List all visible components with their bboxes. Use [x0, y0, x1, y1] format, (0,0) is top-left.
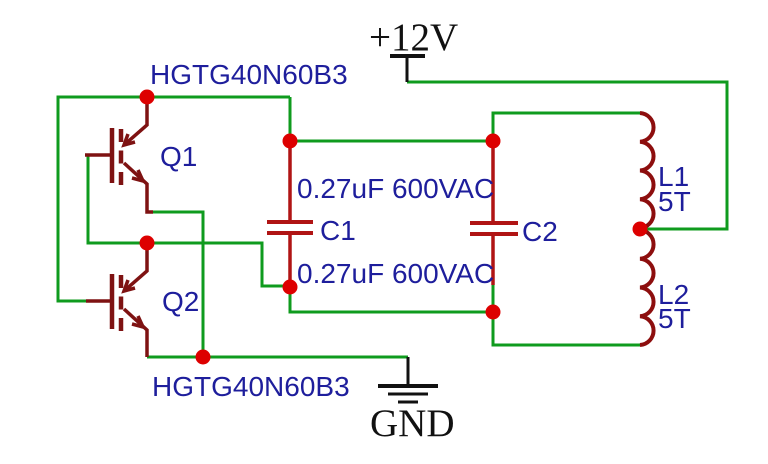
- wire-nodeB-c1-c2: [288, 287, 493, 314]
- l2-turns-label: 5T: [658, 303, 691, 334]
- wire-nodeB-q1gate: [86, 155, 290, 288]
- junction-dots: [139, 89, 648, 365]
- capacitor-c1-symbol: [267, 141, 313, 287]
- q1-ref-label: Q1: [160, 141, 197, 172]
- junction-c1-top: [282, 133, 298, 149]
- q1-collector-arrow: [121, 133, 136, 148]
- wires: [56, 80, 729, 359]
- power-rail-label: +12V: [369, 16, 458, 59]
- junction-q1-collector: [139, 89, 155, 105]
- wire-nodeA-left: [56, 95, 290, 303]
- q1-collector-lead: [122, 99, 149, 147]
- junction-c1-bottom: [282, 279, 298, 295]
- q1-emitter-arrow: [131, 169, 147, 184]
- junction-q2-collector: [139, 235, 155, 251]
- l2-coil: [639, 228, 656, 347]
- q2-collector-arrow: [121, 279, 136, 294]
- c1-value-label: 0.27uF 600VAC: [297, 173, 494, 204]
- q2-collector-lead: [122, 245, 149, 293]
- ground-symbol: [378, 357, 438, 404]
- power-rail-symbol: [390, 54, 425, 82]
- l1-ref-label: L1: [658, 161, 689, 192]
- q2-emitter-arrow: [131, 315, 147, 330]
- wire-q1-emitter-gnd: [153, 210, 205, 357]
- wire-supply-centertap: [407, 80, 729, 231]
- q1-part-label: HGTG40N60B3: [150, 59, 348, 90]
- q2-emitter-lead: [122, 307, 149, 357]
- l1-coil: [639, 111, 656, 230]
- c1-ref-label: C1: [320, 215, 356, 246]
- q2-ref-label: Q2: [162, 286, 199, 317]
- q1-emitter-lead: [122, 161, 153, 214]
- transistor-q2-symbol: [86, 245, 149, 357]
- ground-label: GND: [370, 402, 455, 445]
- q2-part-label: HGTG40N60B3: [152, 371, 350, 402]
- inductor-l1-symbol: [639, 111, 656, 230]
- wire-nodeB-l2-bottom: [491, 283, 640, 347]
- l2-ref-label: L2: [658, 279, 689, 310]
- junction-ground-rail: [195, 349, 211, 365]
- wire-nodeA-l1-top: [491, 111, 640, 141]
- transistor-q1-symbol: [85, 99, 153, 214]
- c2-value-label: 0.27uF 600VAC: [297, 258, 494, 289]
- inductor-l2-symbol: [639, 228, 656, 347]
- c2-ref-label: C2: [522, 216, 558, 247]
- capacitor-c2-symbol: [470, 141, 518, 285]
- junction-c2-bottom: [485, 304, 501, 320]
- junction-center-tap: [632, 221, 648, 237]
- l1-turns-label: 5T: [658, 186, 691, 217]
- junction-c2-top: [485, 133, 501, 149]
